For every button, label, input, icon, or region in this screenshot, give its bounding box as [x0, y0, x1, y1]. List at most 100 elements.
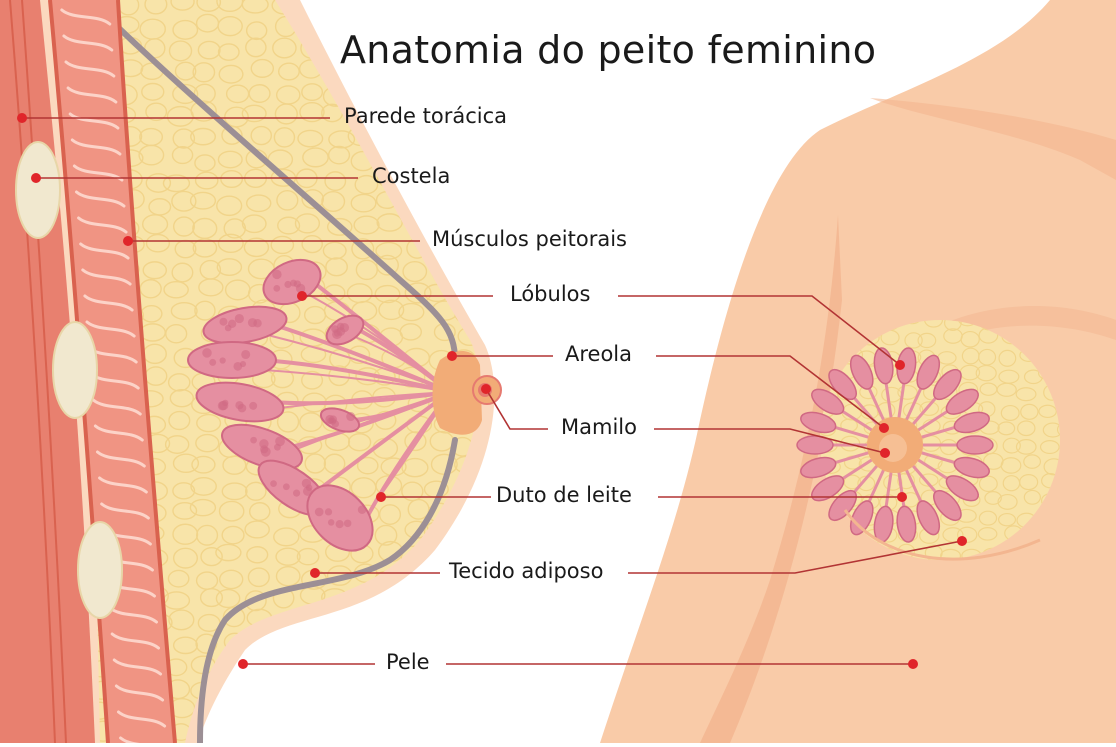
label-pele: Pele [386, 650, 430, 674]
fat-cell [353, 659, 377, 675]
fat-cell [301, 660, 323, 677]
fat-cell [355, 697, 377, 717]
lobule [188, 342, 276, 378]
fat-cell [431, 611, 456, 631]
fat-cell [476, 132, 500, 149]
fat-cell [429, 704, 453, 722]
lobule-cell [340, 323, 349, 332]
fat-cell [455, 678, 479, 694]
fat-cell [458, 175, 480, 194]
label-areola: Areola [565, 342, 632, 366]
fat-cell [425, 568, 447, 585]
fat-cell [430, 590, 451, 606]
fat-cell [457, 704, 478, 722]
front-nipple [879, 434, 907, 462]
fat-cell [325, 638, 348, 655]
fat-cell [398, 629, 423, 649]
fat-cell [482, 723, 503, 740]
fat-cell [326, 698, 348, 716]
fat-cell [351, 0, 371, 14]
fat-cell [455, 82, 478, 99]
lobule-cell [261, 447, 271, 457]
marker-lobulos-left [297, 291, 307, 301]
fat-cell [329, 678, 354, 695]
fat-cell [275, 701, 298, 720]
fat-cell [484, 154, 509, 171]
fat-cell [399, 82, 421, 102]
marker-parede [17, 113, 27, 123]
rib-1 [16, 142, 60, 238]
fat-cell [375, 699, 396, 718]
fat-cell [476, 591, 500, 608]
fat-cell [407, 613, 428, 630]
label-musculos-peitorais: Músculos peitorais [432, 227, 627, 251]
fat-cell [458, 198, 479, 215]
label-tecido-adiposo: Tecido adiposo [449, 559, 603, 583]
fat-cell [247, 676, 270, 696]
fat-cell [301, 704, 321, 721]
fat-cell [322, 612, 344, 631]
fat-cell [402, 704, 423, 721]
lobule-cell [329, 418, 336, 425]
marker-duto-right [897, 492, 907, 502]
lobule-cell [219, 318, 227, 326]
fat-cell [350, 720, 372, 737]
marker-pele-right [908, 659, 918, 669]
fat-cell [461, 146, 483, 163]
fat-cell [426, 0, 449, 11]
fat-cell [481, 174, 506, 193]
fat-cell [322, 718, 343, 738]
fat-cell [221, 718, 247, 735]
label-duto-de-leite: Duto de leite [496, 483, 632, 507]
fat-cell [483, 659, 504, 676]
label-parede-toracica: Parede torácica [344, 104, 507, 128]
lobule-cell [273, 285, 280, 292]
lobule-cell [336, 520, 344, 528]
diagram-title: Anatomia do peito feminino [340, 28, 876, 72]
fat-cell [433, 86, 456, 102]
fat-cell [486, 0, 509, 13]
fat-cell [382, 83, 403, 100]
lobule-cell [325, 508, 332, 515]
fat-cell [350, 609, 376, 628]
fat-cell [429, 129, 450, 147]
fat-cell [275, 723, 299, 742]
fat-cell [404, 0, 429, 14]
fat-cell [479, 613, 505, 630]
rib-3 [78, 522, 122, 618]
fat-cell [218, 703, 240, 722]
fat-cell [453, 656, 476, 675]
marker-pele-left [238, 659, 248, 669]
marker-duto-left [376, 492, 386, 502]
fat-cell [425, 629, 450, 649]
fat-cell [432, 682, 453, 700]
lobule-cell [315, 508, 324, 517]
fat-cell [451, 261, 477, 277]
lobule-cell [220, 357, 226, 363]
fat-cell [375, 682, 399, 699]
fat-cell [244, 725, 267, 743]
lobule-cell [284, 281, 291, 288]
fat-cell [485, 192, 510, 208]
front-lobule [957, 436, 993, 454]
marker-tecido-left [310, 568, 320, 578]
fat-cell [376, 721, 400, 741]
fat-cell [485, 521, 509, 538]
fat-cell [452, 638, 477, 654]
fat-cell [378, 615, 398, 632]
fat-cell [327, 0, 348, 13]
fat-cell [275, 653, 296, 671]
marker-tecido-right [957, 536, 967, 546]
fat-cell [408, 723, 430, 743]
fat-cell [382, 127, 404, 146]
fat-cell [409, 586, 431, 605]
fat-cell [456, 725, 479, 741]
fat-cell [477, 676, 503, 695]
lobule-cell [235, 314, 244, 323]
lobule-cell [248, 318, 257, 327]
fat-cell [482, 697, 508, 714]
marker-mamilo-right [880, 448, 890, 458]
fat-cell [482, 631, 507, 649]
fat-cell [403, 677, 423, 697]
